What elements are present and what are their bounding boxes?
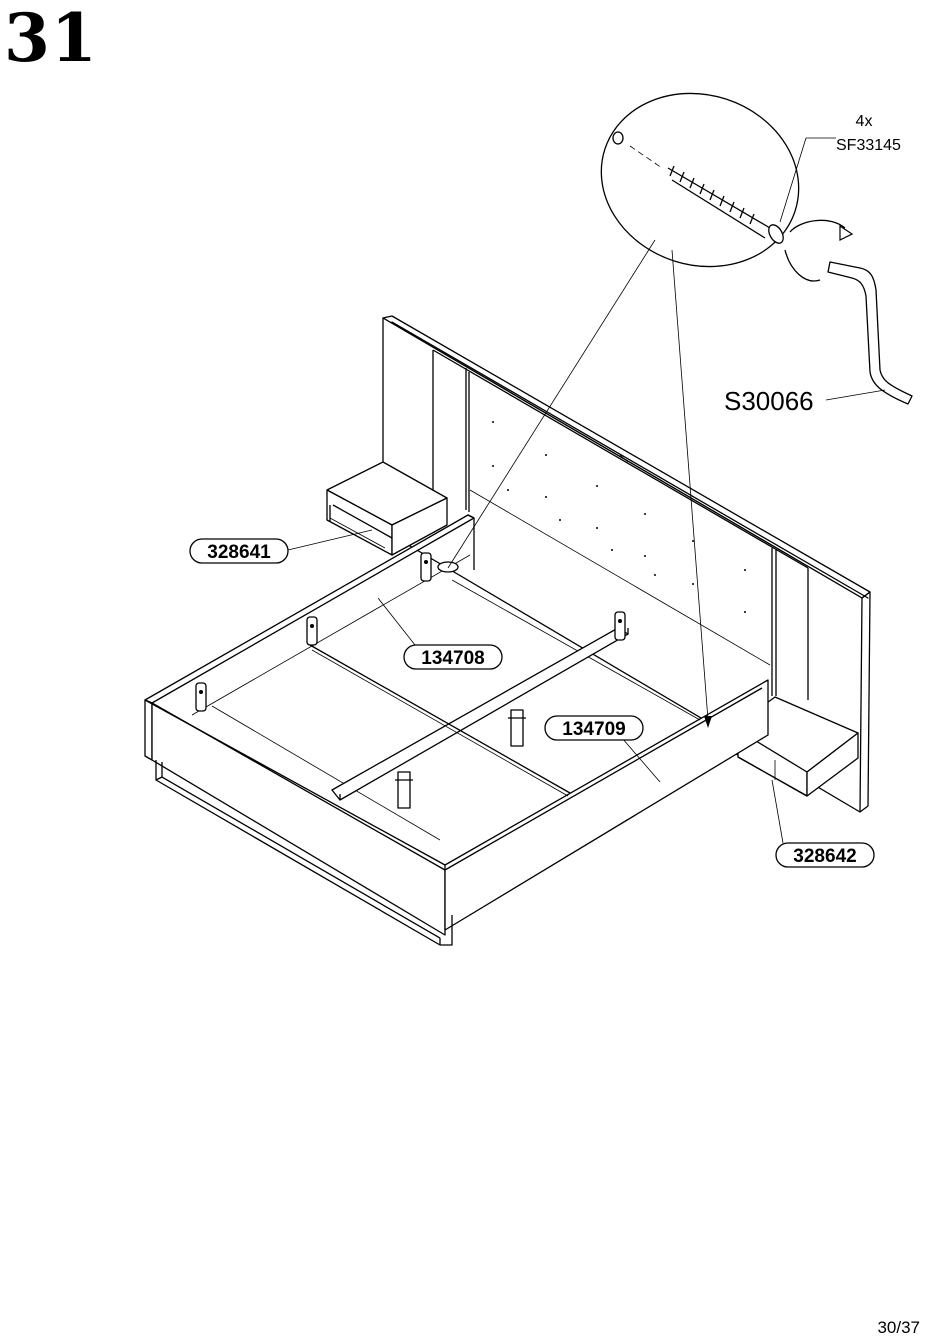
hardware-quantity-label: 4x — [856, 113, 873, 130]
tool-code-label: S30066 — [724, 386, 814, 416]
screw-code-label: SF33145 — [836, 137, 901, 154]
page-number: 30/37 — [877, 1318, 920, 1338]
crank-tool-icon — [785, 220, 912, 404]
right-panel-label: 134709 — [562, 719, 625, 740]
left-nightstand-label: 328641 — [207, 542, 271, 563]
left-panel-label: 134708 — [421, 648, 484, 669]
right-nightstand-label: 328642 — [793, 846, 856, 867]
